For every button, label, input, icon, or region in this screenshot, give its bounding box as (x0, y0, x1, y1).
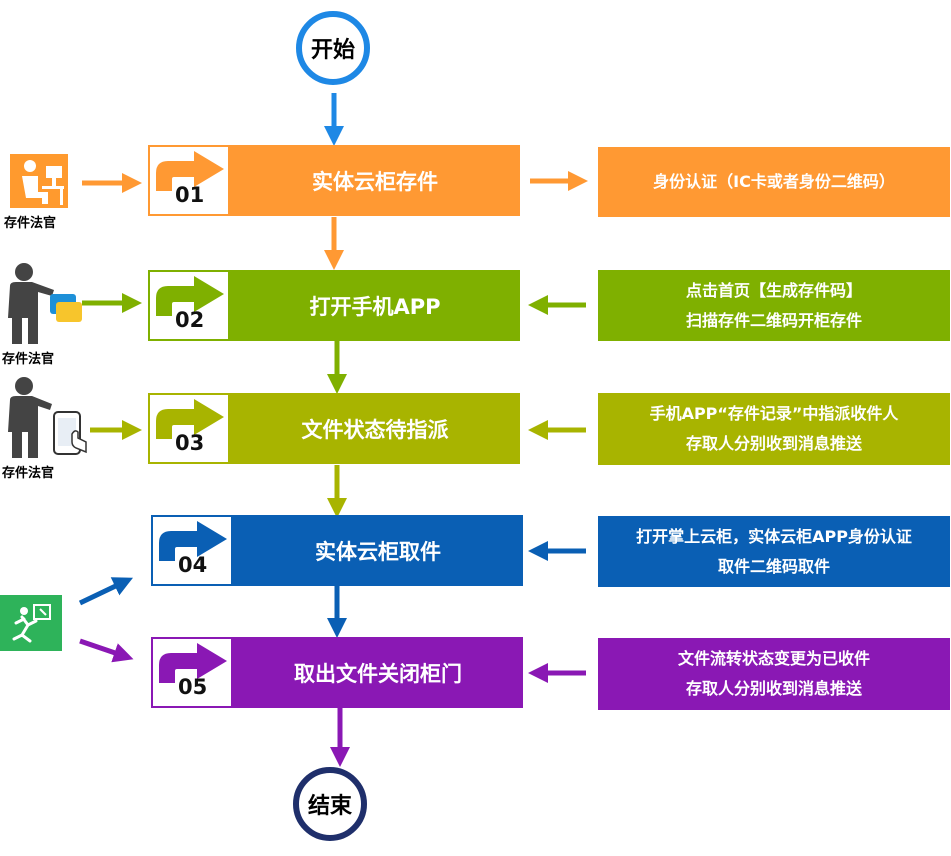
note-line: 身份认证（IC卡或者身份二维码） (653, 172, 895, 191)
step-number-box: 04 (153, 517, 231, 584)
actor-2: 存件法官 (2, 262, 82, 367)
person-with-cards-icon (8, 263, 82, 344)
step-number-box: 02 (150, 272, 228, 339)
person-at-desk-icon (10, 154, 68, 208)
note-line: 文件流转状态变更为已收件 (677, 649, 870, 668)
arrow-actor4-to-04 (78, 577, 134, 606)
step-title: 取出文件关闭柜门 (294, 661, 462, 686)
note-line: 存取人分别收到消息推送 (685, 434, 862, 453)
turn-arrow-icon (159, 643, 227, 683)
note-04: 打开掌上云柜，实体云柜APP身份认证 取件二维码取件 (598, 516, 950, 587)
actor-label: 存件法官 (2, 352, 55, 367)
note-line: 打开掌上云柜，实体云柜APP身份认证 (636, 526, 912, 546)
turn-arrow-icon (156, 399, 224, 439)
actor-label: 存件法官 (4, 216, 57, 231)
step-title: 打开手机APP (309, 294, 441, 319)
turn-arrow-icon (159, 521, 227, 561)
step-title: 文件状态待指派 (301, 417, 449, 442)
note-line: 点击首页【生成存件码】 (685, 280, 862, 300)
actor-label: 存件法官 (2, 466, 55, 481)
step-04: 04 实体云柜取件 (151, 515, 523, 586)
step-05: 05 取出文件关闭柜门 (151, 637, 523, 708)
step-number-box: 01 (150, 147, 228, 214)
step-number-box: 03 (150, 395, 228, 462)
step-title: 实体云柜存件 (312, 169, 438, 194)
end-node: 结束 (293, 767, 367, 841)
step-number: 02 (175, 308, 205, 332)
step-number-box: 05 (153, 639, 231, 706)
actor-1: 存件法官 (4, 152, 76, 232)
step-03: 03 文件状态待指派 (148, 393, 520, 464)
turn-arrow-icon (156, 276, 224, 316)
note-line: 存取人分别收到消息推送 (685, 679, 862, 698)
note-line: 扫描存件二维码开柜存件 (685, 310, 862, 330)
step-title: 实体云柜取件 (315, 539, 441, 564)
step-number: 05 (178, 675, 208, 699)
step-number: 04 (178, 553, 208, 577)
pickup-person-icon (0, 595, 62, 651)
step-number: 01 (175, 183, 205, 207)
actor-4 (0, 595, 62, 651)
start-node: 开始 (296, 11, 370, 85)
note-01: 身份认证（IC卡或者身份二维码） (598, 147, 950, 217)
note-05: 文件流转状态变更为已收件 存取人分别收到消息推送 (598, 638, 950, 710)
actor-3: 存件法官 (2, 376, 92, 481)
note-line: 取件二维码取件 (717, 556, 830, 576)
person-with-phone-icon (8, 377, 87, 458)
arrow-actor4-to-05 (79, 638, 134, 663)
note-02: 点击首页【生成存件码】 扫描存件二维码开柜存件 (598, 270, 950, 341)
note-03: 手机APP“存件记录”中指派收件人 存取人分别收到消息推送 (598, 393, 950, 465)
note-line: 手机APP“存件记录”中指派收件人 (649, 404, 899, 423)
step-02: 02 打开手机APP (148, 270, 520, 341)
turn-arrow-icon (156, 151, 224, 191)
step-number: 03 (175, 431, 205, 455)
step-01: 01 实体云柜存件 (148, 145, 520, 216)
